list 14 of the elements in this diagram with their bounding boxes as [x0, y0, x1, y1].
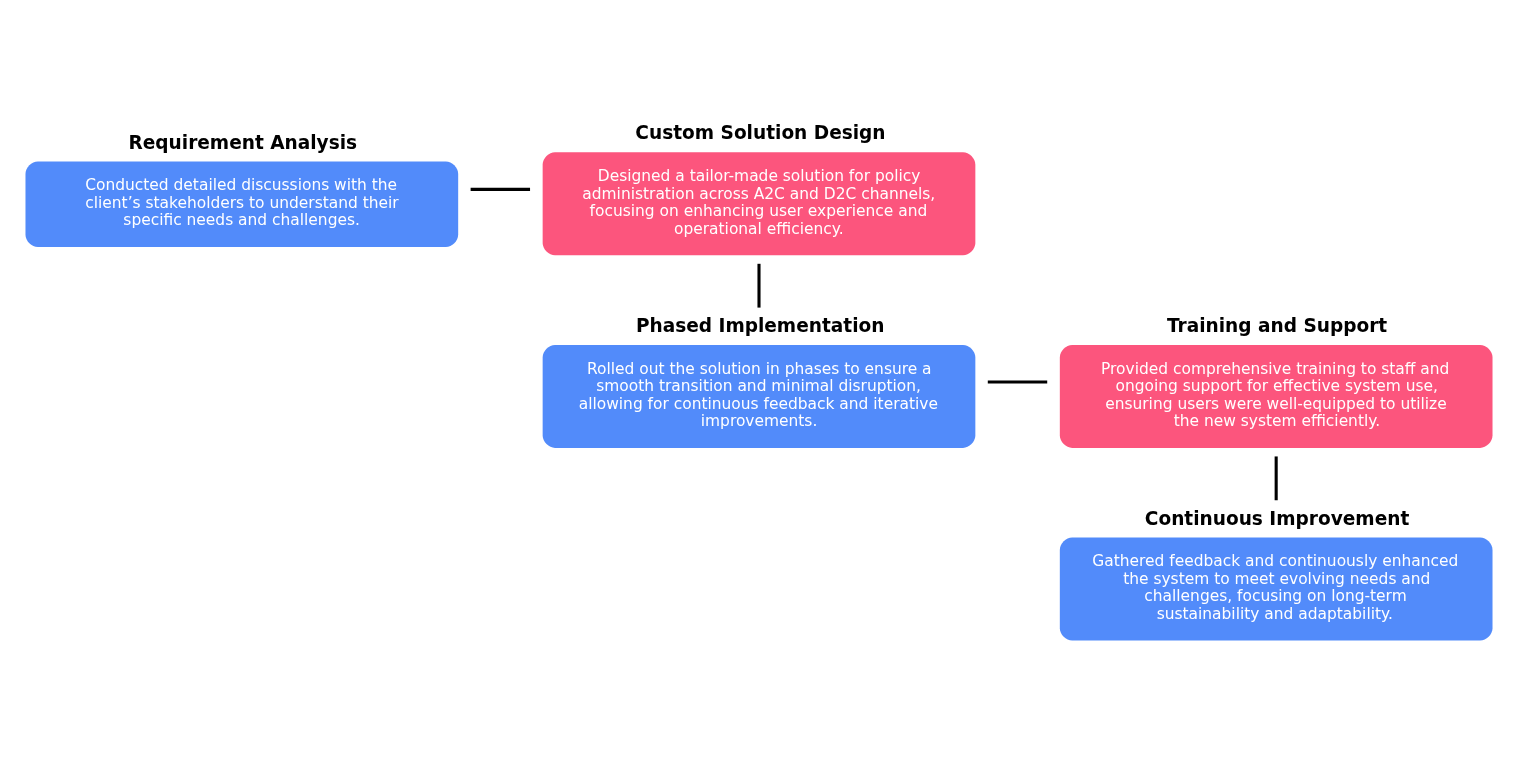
node-box: Rolled out the solution in phases to ensure a smooth transition and minimal disruption, allowing for continuous feedback and iterative improvements.: [542, 344, 975, 448]
node-label: Training and Support: [1166, 314, 1387, 336]
node-box: Conducted detailed discussions with the client’s stakeholders to understand their specific needs and challenges.: [25, 161, 458, 247]
node-box: Gathered feedback and continuously enhanced the system to meet evolving needs and challenges, focusing on long-term sustainability and adaptability.: [1059, 537, 1492, 641]
connector: [756, 263, 761, 308]
node-label: Custom Solution Design: [634, 121, 886, 143]
connector: [1274, 455, 1278, 500]
connector: [470, 187, 530, 191]
connector: [987, 379, 1047, 384]
node-box: Designed a tailor-made solution for policy administration across A2C and D2C channels, focusing on enhancing user experience and operational efficiency.: [542, 151, 975, 255]
node-label: Requirement Analysis: [128, 131, 357, 153]
node-label: Phased Implementation: [635, 314, 884, 336]
node-label: Continuous Improvement: [1144, 507, 1409, 529]
node-box: Provided comprehensive training to staff and ongoing support for effective system use, ensuring users were well-equipped to utilize the new system efficiently.: [1059, 344, 1492, 448]
